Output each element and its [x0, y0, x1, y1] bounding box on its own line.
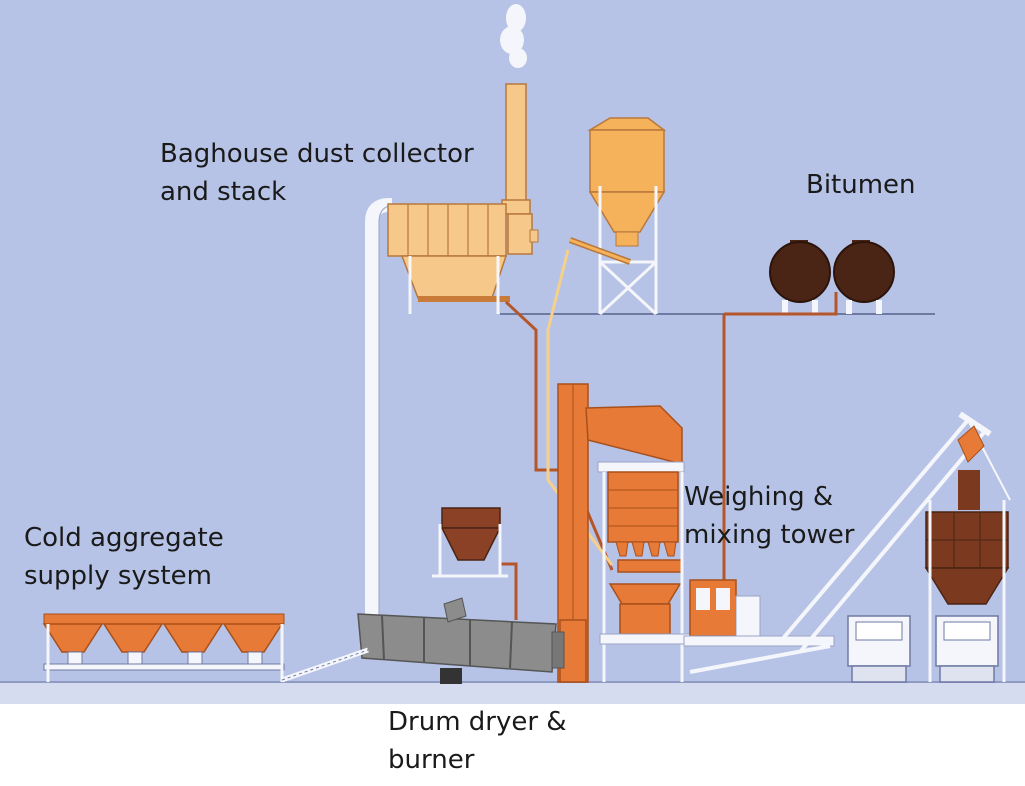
- cold-feed-bins: [42, 613, 369, 683]
- white-footer: [0, 704, 1025, 786]
- label-cold-aggregate-line2: supply system: [24, 561, 212, 591]
- feed-bin: [432, 507, 508, 578]
- label-cold-aggregate: Cold aggregate supply system: [24, 519, 224, 595]
- label-baghouse: Baghouse dust collector and stack: [160, 135, 474, 211]
- stack: [501, 83, 539, 255]
- control-room: [683, 579, 835, 647]
- label-bitumen-line1: Bitumen: [806, 170, 916, 200]
- lower-conveyor: [689, 644, 831, 674]
- baghouse-dust-collector: [387, 203, 510, 314]
- label-bitumen: Bitumen: [806, 166, 916, 204]
- label-drum-line1: Drum dryer &: [388, 707, 567, 737]
- label-tower: Weighing & mixing tower: [684, 478, 854, 554]
- ground-strip: [0, 682, 1025, 704]
- drum-dryer: [357, 597, 565, 684]
- label-cold-aggregate-line1: Cold aggregate: [24, 523, 224, 553]
- label-baghouse-line1: Baghouse dust collector: [160, 139, 474, 169]
- label-baghouse-line2: and stack: [160, 177, 287, 207]
- stack-steam: [500, 4, 527, 68]
- truck-left: [847, 615, 911, 683]
- mixing-tower: [585, 405, 691, 682]
- label-drum-line2: burner: [388, 745, 475, 775]
- label-tower-line2: mixing tower: [684, 520, 855, 550]
- skip-bucket: [957, 425, 985, 463]
- storage-silo: [924, 470, 1010, 682]
- filler-silo: [568, 117, 667, 316]
- label-drum: Drum dryer & burner: [388, 703, 567, 779]
- label-tower-line1: Weighing &: [684, 482, 834, 512]
- bitumen-tanks: [769, 240, 895, 314]
- truck-right: [935, 615, 999, 683]
